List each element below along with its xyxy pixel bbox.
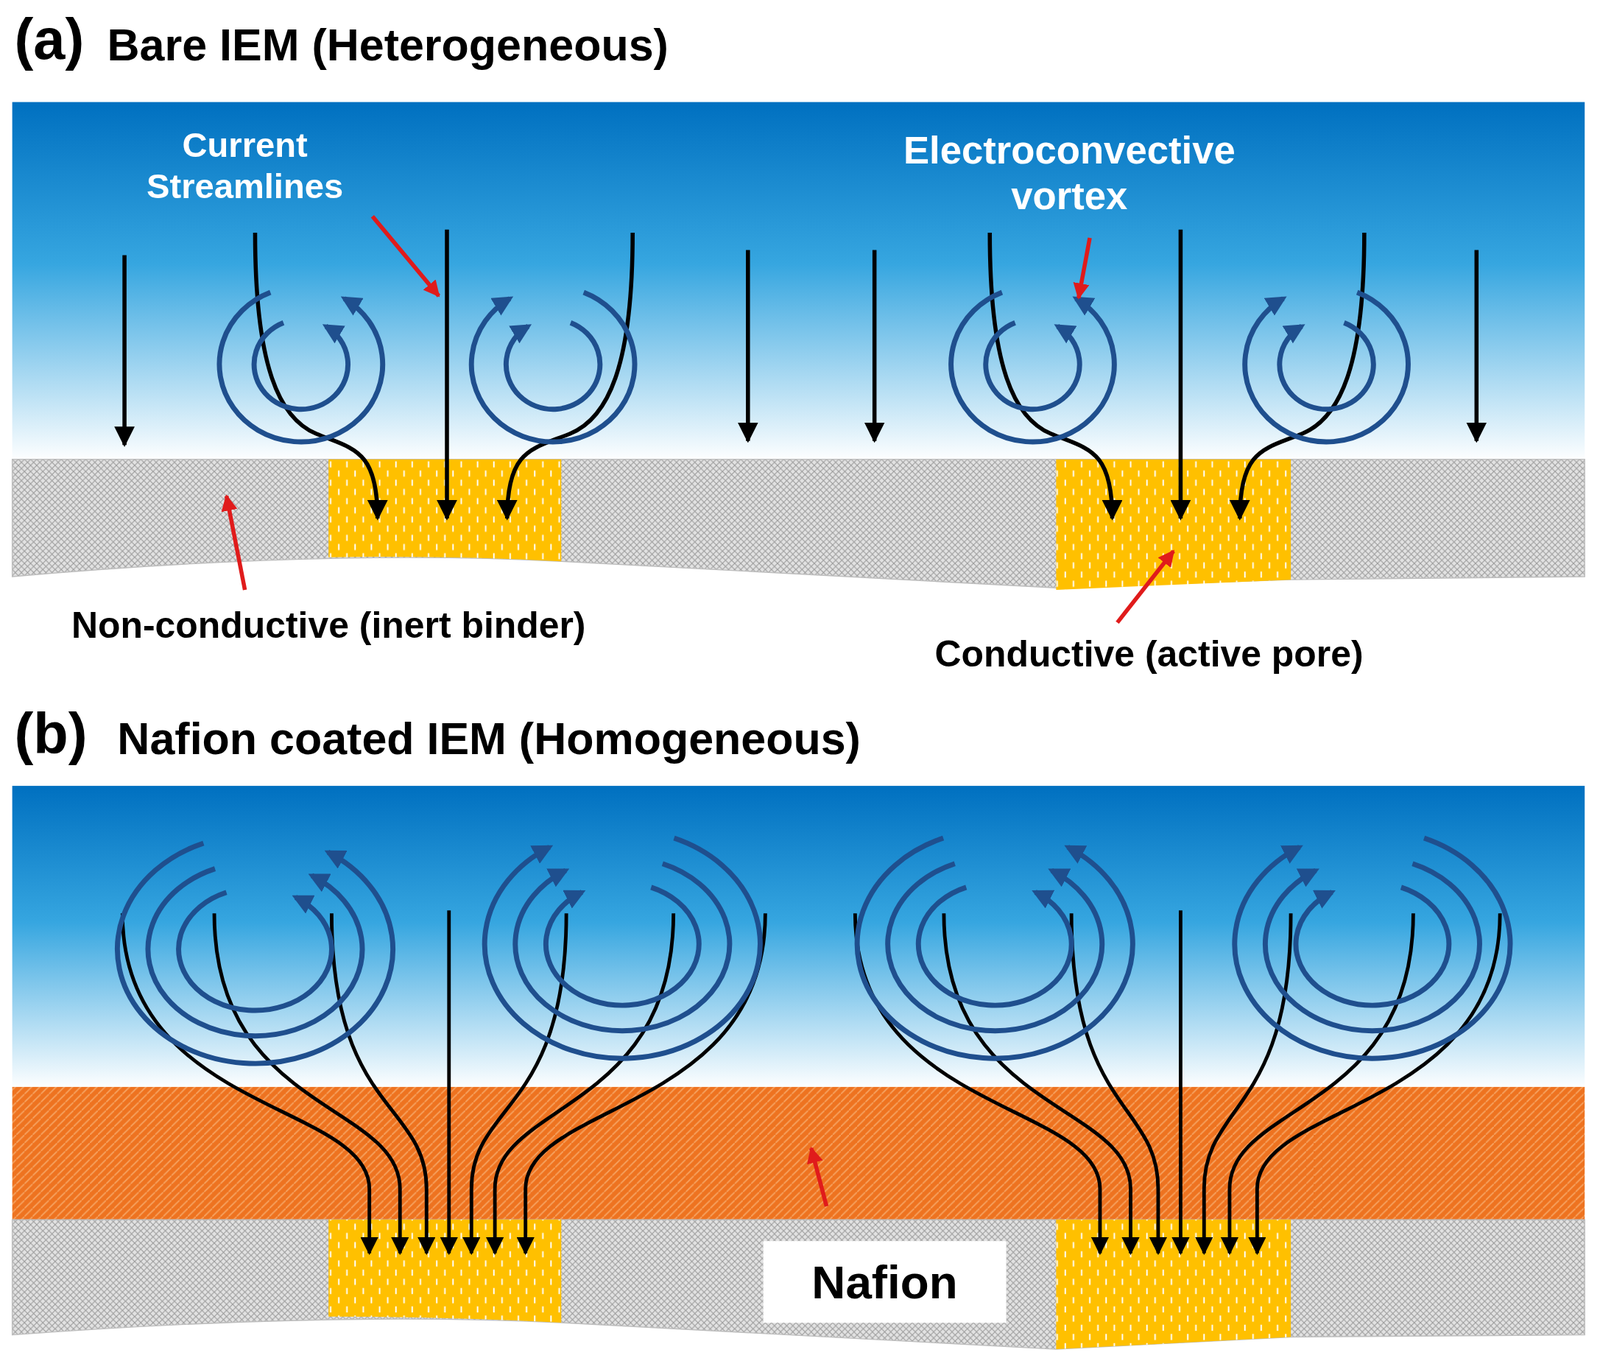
panel-label: Non-conductive (inert binder) <box>71 603 586 648</box>
current-streamline <box>872 250 877 442</box>
electroconvective-vortex <box>1279 322 1374 410</box>
active-pore <box>1055 459 1291 590</box>
current-streamline <box>1203 913 1291 1253</box>
electroconvective-vortex <box>471 292 635 442</box>
electroconvective-vortex <box>887 863 1103 1031</box>
current-streamline <box>943 913 1131 1253</box>
electrolyte <box>12 102 1586 462</box>
box-text: Nafion <box>811 1253 958 1310</box>
current-streamline <box>331 913 427 1253</box>
electroconvective-vortex <box>1295 887 1450 1006</box>
leader-line <box>372 216 439 296</box>
active-pore <box>328 459 562 562</box>
current-streamline <box>1071 913 1159 1253</box>
current-streamline <box>254 232 377 519</box>
inert-binder <box>12 459 1586 589</box>
current-streamline <box>446 910 451 1254</box>
leader-line <box>226 496 246 590</box>
current-streamline <box>507 232 633 519</box>
current-streamline <box>1474 250 1480 442</box>
electroconvective-vortex <box>254 322 348 410</box>
electroconvective-vortex <box>545 887 699 1006</box>
electroconvective-vortex <box>857 837 1133 1059</box>
current-streamline <box>1256 913 1500 1253</box>
electroconvective-vortex <box>1245 292 1409 442</box>
current-streamline <box>444 229 450 519</box>
electroconvective-vortex <box>1234 837 1511 1059</box>
current-streamline <box>525 913 766 1253</box>
electroconvective-vortex <box>918 887 1072 1006</box>
inert-binder <box>12 1219 1586 1349</box>
panel-label: (a) <box>13 5 84 74</box>
current-streamline <box>1178 229 1184 519</box>
electroconvective-vortex <box>985 322 1080 410</box>
electroconvective-vortex <box>219 292 383 442</box>
panel-label: Electroconvective vortex <box>854 127 1284 219</box>
streamlines-and-vortices <box>117 229 1511 1254</box>
panel-label: Current Streamlines <box>111 124 377 207</box>
electroconvective-vortex <box>178 892 333 1011</box>
current-streamline <box>1239 232 1365 519</box>
electroconvective-vortex <box>951 292 1115 442</box>
electroconvective-vortex <box>515 863 730 1031</box>
panel-label: Conductive (active pore) <box>934 632 1363 676</box>
panel-label: Nafion coated IEM (Homogeneous) <box>117 712 861 766</box>
current-streamline <box>494 913 674 1253</box>
leader-line <box>811 1147 827 1207</box>
electrolyte <box>12 785 1586 1090</box>
leader-line <box>1078 237 1090 299</box>
current-streamline <box>1178 910 1183 1254</box>
electroconvective-vortex <box>1264 863 1480 1031</box>
leader-line <box>1116 550 1173 623</box>
electroconvective-vortex <box>117 843 393 1064</box>
electroconvective-vortex <box>147 868 363 1036</box>
electroconvective-vortex <box>484 837 760 1059</box>
panel-label: Bare IEM (Heterogeneous) <box>107 18 669 72</box>
callout-leaders <box>226 216 1174 1207</box>
electroconvective-vortex <box>505 322 600 410</box>
current-streamline <box>745 250 751 442</box>
panel-label: (b) <box>13 700 87 768</box>
current-streamline <box>122 254 127 445</box>
current-streamline <box>989 232 1112 519</box>
label-box: Nafion <box>763 1240 1007 1323</box>
